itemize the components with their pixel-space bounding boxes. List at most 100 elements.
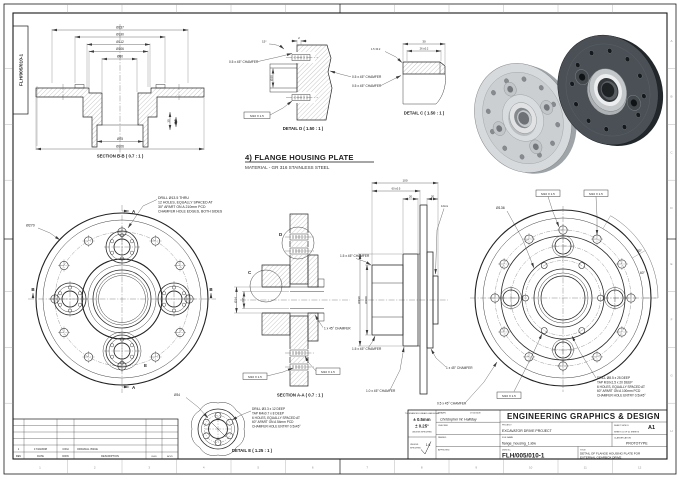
chamfer-note: 1.5 x 45° CHAMFER [340,254,370,258]
grid-col-label: 7 [366,466,368,470]
grid-col-label: 3 [148,466,150,470]
thread-callout: M10 X 1.5 [321,370,335,374]
rev-by: CWH [62,447,68,451]
dim-label: Ø80 [117,55,123,59]
dim-label: Ø112 [116,40,124,44]
tolerance-angular: ± 0.25° [415,424,429,429]
finish-value: 1.6 [426,443,431,447]
classification-label: CLASSIFICATION [614,437,631,440]
part-title: 4) FLANGE HOUSING PLATE [245,153,354,162]
chamfer-note: 0.5 x 45° CHAMFER [437,402,467,406]
grid-row-label: F [671,318,673,322]
grid-col-label: 6 [312,466,314,470]
classification-value: PROTOTYPE [626,441,648,445]
sheet-frame: 1 2 3 4 5 6 7 8 9 10 11 12 A B C D E F G… [3,3,677,475]
project-value: EXCAVATOR DRIVE PROJECT [502,429,553,433]
filename-label: FILE NAME [502,436,514,439]
title-value: DETAIL OF FLANGE HOUSING PLATE FOR [580,452,641,456]
dim-label: Ø136 [496,206,505,210]
dim-label: 1.5 ±0.2 [371,47,381,51]
dim-label: 12mm [441,204,448,208]
side-view: 100 60 ±0.5 20 20 12mm Ø130 Ø100 1.5 x 4… [340,179,473,395]
detail-e-view: Ø34 DRILL Ø3.3 x 12 DEEP TAP M4x0.7 x 8 … [174,393,301,456]
dim-label: Ø106 [116,47,124,51]
render-light-flange [474,63,577,174]
dim-label: Ø100 [364,296,368,304]
chamfer-note: 1 x 45° CHAMFER [324,327,351,331]
checked-label: CHECKED [438,425,449,427]
grid-col-label: 4 [203,466,205,470]
dim-label: Ø20 [270,75,274,81]
dim-label: Ø190 [116,33,124,37]
chamfer-note: 0.5 x 45° CHAMFER [352,75,382,79]
dim-label: Ø130 [357,296,361,304]
detail-marker-e: E [144,363,147,368]
drawing-title-note: 4) FLANGE HOUSING PLATE MATERIAL - GR 31… [245,153,374,170]
rev-description: ORIGINAL ISSUE [77,447,98,451]
grid-row-label: G [670,373,673,377]
dim-label: 60° [640,271,646,275]
revision-table: 1 17/10/2008 CWH ORIGINAL ISSUE REV DATE… [12,418,179,460]
dim-label: 26 ±0.2 [420,47,429,51]
tap-note: DRILL Ø3.3 x 12 DEEP TAP M4x0.7 x 8 DEEP… [231,407,301,429]
dim-label: 15° [262,40,267,44]
view-caption: SECTION B-B ( 0.7 : 1 ) [97,154,144,159]
finish-unless: UNLESS [410,444,419,446]
view-caption: DETAIL C ( 1.50 : 1 ) [404,111,445,116]
sheet-size-label: SHEET SIZE IS [614,425,629,427]
dwg-number-value: FLH/005/010-1 [502,453,545,460]
note-line: 12 HOLES, EQUALLY SPACED AT [158,201,213,205]
signoff-block: DRAWN 17/10/2008 Christopher W. Halliday… [438,412,481,452]
dim-label: 2 [298,36,300,40]
grid-col-label: 5 [257,466,259,470]
dim-label: Ø270 [26,224,35,228]
dim-label: 30 [167,119,171,123]
note-line: DRILL Ø13.5 THRU [158,196,189,200]
detail-e-boundary [102,331,142,371]
detail-d-view: 2 15° Ø20 0.5 x 45° CHAMFER 0.5 x 45° CH… [229,36,402,131]
note-line: 6 HOLES, EQUALLY SPACED AT [597,385,645,389]
thread-callout: M10 X 1.5 [250,114,264,118]
passed-label: PASSED [438,436,447,439]
note-line: TAP M4x0.7 x 8 DEEP [252,411,284,415]
title-label: TITLE [580,449,586,451]
render-light-bosses [492,82,554,154]
tolerance-linear: ± 0.5mm [413,417,430,422]
drawn-label: DRAWN [438,412,446,415]
dim-label: 100 [402,179,407,183]
note-line: TAP M10x1.5 x 20 DEEP [597,380,633,384]
chamfer-note: 1.0 x 45° CHAMFER [366,389,396,393]
grid-col-label: 1 [39,466,41,470]
title-value: EXTERNAL GEARBOX DRIVE [580,455,621,459]
dim-label: 30° [637,249,643,253]
section-marker-b: B [209,287,213,292]
section-aa-view: D C Ø34 Ø25 1 x 45° CHAMFER M10 X 1.5 M1… [233,213,351,398]
grid-row-label: A [670,39,672,43]
dim-label: 12.5 [173,119,177,125]
doc-number-box: FLH/005/010-1 [12,25,29,115]
grid-col-label: 8 [421,466,423,470]
rev-header: REV [16,454,22,458]
note-line: DRILL Ø3.3 x 12 DEEP [252,407,285,411]
view-caption: DETAIL E ( 1.25 : 1 ) [232,448,273,453]
thread-callout: M10 X 1.5 [541,192,555,196]
drawn-date: 17/10/2008 [470,413,481,415]
detail-marker-c: C [248,270,252,275]
company-name: ENGINEERING GRAPHICS & DESIGN [507,412,660,421]
grid-row-label: E [670,262,672,266]
dim-label: Ø34 [174,393,180,397]
tolerance-box: TOLERANCES LINEAR & ANGULAR ± 0.5mm ± 0.… [405,412,440,455]
rev-number: 1 [18,447,20,451]
thread-callout: M10 X 1.5 [589,192,603,196]
view-caption: SECTION A-A ( 0.7 : 1 ) [277,393,324,398]
front-view: A A B B E Ø270 DRILL Ø13.5 THRU 12 HOLES… [26,196,223,393]
thread-callout: M10 X 1.5 [248,375,262,379]
note-line: CHAMFER HOLE EDGES, BOTH SIDES [158,210,223,214]
rev-header: DATE [37,454,44,458]
chamfer-note: 0.5 x 45° CHAMFER [352,84,382,88]
grid-col-label: 10 [529,466,533,470]
project-label: PROJECT [502,425,512,427]
filename-value: flange_housing_1.idw [502,441,536,445]
